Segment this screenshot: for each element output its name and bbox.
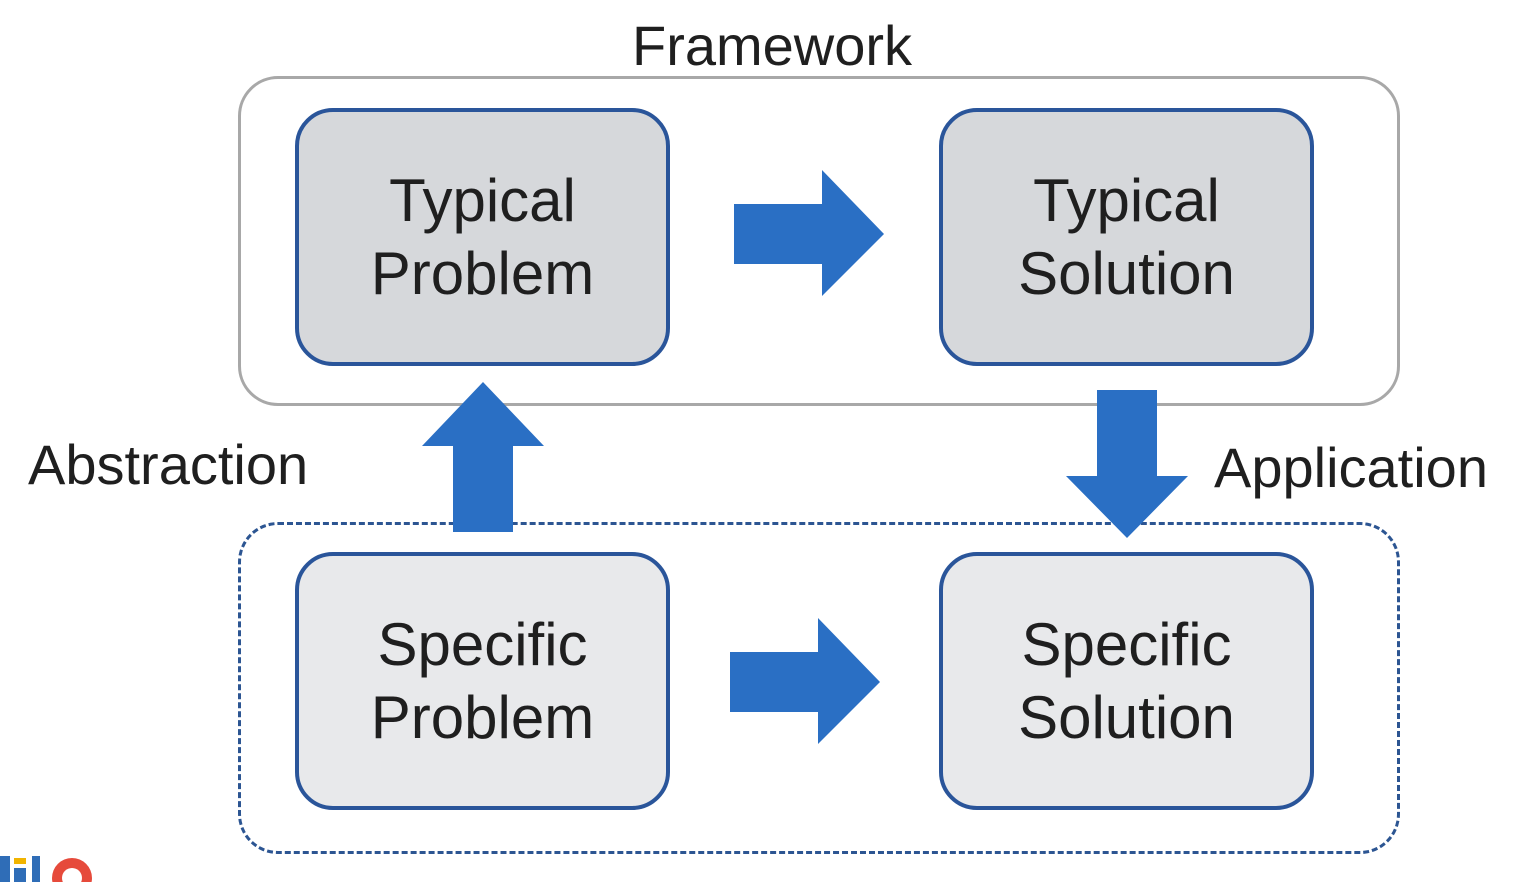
abstraction-label: Abstraction [28,433,309,496]
arrow-shape [734,170,884,296]
typical-solution-line1: Typical [1033,166,1220,234]
specific-problem-line2: Problem [370,684,595,751]
abstraction-arrow [422,382,544,532]
typical-solution-box: Typical Solution [939,108,1314,366]
arrow-shape [730,618,880,744]
application-label: Application [1214,436,1488,499]
application-arrow [1066,390,1188,538]
arrow-shape [1066,390,1188,538]
specific-solution-line1: Specific [1021,610,1232,678]
typical-solution-line2: Solution [1018,240,1235,307]
specific-problem-box: Specific Problem [295,552,670,810]
logo-fragment-icon [0,856,92,882]
typical-problem-to-solution-arrow [734,170,884,296]
typical-problem-line2: Problem [370,240,595,307]
typical-problem-line1: Typical [389,166,576,234]
arrow-shape [422,382,544,532]
framework-container [238,76,1400,406]
specific-solution-line2: Solution [1018,684,1235,751]
typical-problem-box: Typical Problem [295,108,670,366]
specific-problem-to-solution-arrow [730,618,880,744]
specific-solution-box: Specific Solution [939,552,1314,810]
framework-title: Framework [632,14,913,77]
specific-container [238,522,1400,854]
specific-problem-line1: Specific [377,610,588,678]
